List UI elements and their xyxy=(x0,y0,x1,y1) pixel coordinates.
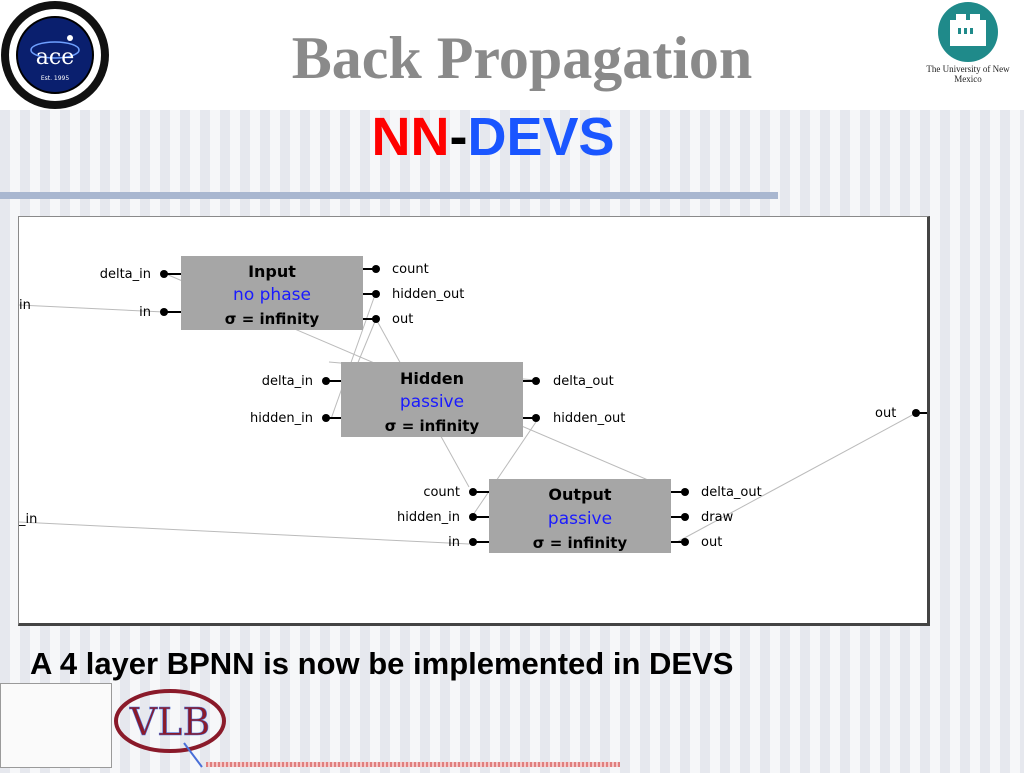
model-output-name: Output xyxy=(548,485,611,504)
vlb-logo: VLB xyxy=(112,683,230,768)
hidden-port-delta-out-dot[interactable] xyxy=(532,377,540,385)
input-port-count: count xyxy=(392,262,429,277)
output-port-out-dot[interactable] xyxy=(681,538,689,546)
model-input-sigma: σ = infinity xyxy=(225,310,320,328)
vlb-logo-emblem: VLB xyxy=(114,689,226,768)
hidden-port-delta-in: delta_in xyxy=(262,374,313,389)
slide-caption: A 4 layer BPNN is now be implemented in … xyxy=(30,646,734,681)
output-port-delta-out: delta_out xyxy=(701,485,762,500)
input-port-out-dot[interactable] xyxy=(372,315,380,323)
hidden-port-hidden-out-dot[interactable] xyxy=(532,414,540,422)
footer-dotted-strip xyxy=(206,762,620,767)
vlb-logo-text: VLB xyxy=(129,700,211,744)
output-port-count: count xyxy=(423,485,460,500)
input-port-out: out xyxy=(392,312,413,327)
title-rule xyxy=(0,192,778,199)
ace-logo-emblem: ace Est. 1995 xyxy=(1,1,109,109)
hidden-port-delta-out: delta_out xyxy=(553,374,614,389)
output-port-hidden-in: hidden_in xyxy=(397,510,460,525)
external-port-in-bottom: _in xyxy=(19,512,37,527)
model-hidden-sigma: σ = infinity xyxy=(385,417,480,435)
vlb-logo-frame xyxy=(0,683,112,768)
unm-logo-caption: The University of New Mexico xyxy=(926,64,1010,84)
model-output-sigma: σ = infinity xyxy=(533,534,628,552)
model-hidden-phase: passive xyxy=(400,392,464,412)
input-port-count-dot[interactable] xyxy=(372,265,380,273)
input-port-in: in xyxy=(139,305,151,320)
external-port-out-label: out xyxy=(875,406,896,421)
input-port-hidden-out: hidden_out xyxy=(392,287,464,302)
slide-subtitle: NN-DEVS xyxy=(0,106,986,168)
model-input-name: Input xyxy=(248,262,296,281)
model-input[interactable]: Input no phase σ = infinity xyxy=(181,256,363,330)
model-output-phase: passive xyxy=(548,509,612,529)
devs-diagram-canvas: in _in out Input no phase σ = infinity d… xyxy=(19,256,927,553)
hidden-port-hidden-in: hidden_in xyxy=(250,411,313,426)
devs-diagram: in _in out Input no phase σ = infinity d… xyxy=(18,216,930,626)
unm-logo: The University of New Mexico xyxy=(912,0,1024,86)
subtitle-nn: NN xyxy=(371,107,450,167)
model-input-phase: no phase xyxy=(233,285,311,305)
ace-logo: ace Est. 1995 xyxy=(0,0,112,110)
model-hidden[interactable]: Hidden passive σ = infinity xyxy=(341,362,523,437)
hidden-port-hidden-out: hidden_out xyxy=(553,411,625,426)
input-port-hidden-out-dot[interactable] xyxy=(372,290,380,298)
output-port-delta-out-dot[interactable] xyxy=(681,488,689,496)
output-port-in: in xyxy=(448,535,460,550)
subtitle-dash: - xyxy=(449,107,468,167)
model-output[interactable]: Output passive σ = infinity xyxy=(489,479,671,553)
ace-logo-text: ace xyxy=(36,45,74,70)
slide-title: Back Propagation xyxy=(291,25,753,91)
subtitle-devs: DEVS xyxy=(467,107,615,167)
unm-logo-emblem xyxy=(938,2,998,62)
output-port-out: out xyxy=(701,535,722,550)
output-port-draw-dot[interactable] xyxy=(681,513,689,521)
output-port-draw: draw xyxy=(701,510,734,525)
header-band xyxy=(0,0,1024,110)
input-port-delta-in: delta_in xyxy=(100,267,151,282)
external-port-in-top: in xyxy=(19,298,31,313)
ace-logo-est: Est. 1995 xyxy=(41,75,70,82)
model-hidden-name: Hidden xyxy=(400,369,464,388)
